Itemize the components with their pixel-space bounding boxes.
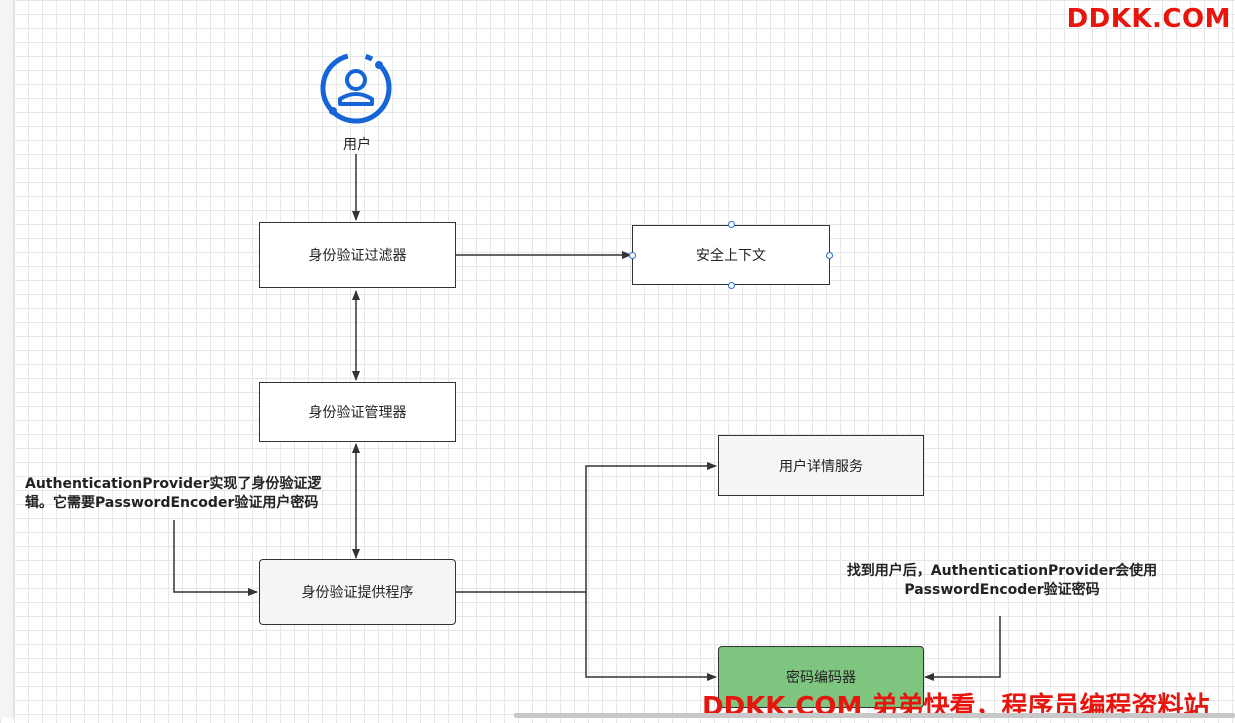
note-encoder-line-1: 找到用户后，AuthenticationProvider会使用 — [846, 563, 1158, 579]
user-circle-icon[interactable] — [310, 42, 403, 135]
node-password-encoder[interactable]: 密码编码器 — [718, 646, 924, 708]
edge-note-to-encoder — [924, 616, 1001, 681]
edge-provider-to-encoder — [585, 592, 717, 681]
node-auth-filter[interactable]: 身份验证过滤器 — [259, 222, 456, 288]
selection-handle-left[interactable] — [629, 252, 636, 259]
canvas-left-ruler — [0, 0, 14, 718]
node-security-context[interactable]: 安全上下文 — [632, 225, 830, 285]
edge-note-to-provider — [173, 520, 258, 596]
edge-provider-to-userdetails — [456, 462, 717, 593]
note-password-encoder[interactable]: 找到用户后，AuthenticationProvider会使用 Password… — [840, 562, 1164, 600]
user-label: 用户 — [343, 137, 371, 153]
note-provider-line-2: 辑。它需要PasswordEncoder验证用户密码 — [25, 495, 319, 511]
selection-handle-bottom[interactable] — [728, 282, 735, 289]
selection-handle-right[interactable] — [826, 252, 833, 259]
selection-handle-top[interactable] — [728, 221, 735, 228]
horizontal-scrollbar[interactable] — [514, 713, 1235, 718]
note-encoder-line-2: PasswordEncoder验证密码 — [904, 582, 1100, 598]
node-password-encoder-label: 密码编码器 — [786, 670, 856, 686]
node-auth-manager-label: 身份验证管理器 — [308, 405, 407, 421]
node-security-context-label: 安全上下文 — [696, 248, 766, 264]
note-provider-line-1: AuthenticationProvider实现了身份验证逻 — [25, 476, 322, 492]
note-authentication-provider[interactable]: AuthenticationProvider实现了身份验证逻 辑。它需要Pass… — [25, 475, 335, 513]
node-auth-manager[interactable]: 身份验证管理器 — [259, 382, 456, 442]
node-user-details-service[interactable]: 用户详情服务 — [718, 435, 924, 496]
node-auth-provider[interactable]: 身份验证提供程序 — [259, 559, 456, 625]
node-user-details-service-label: 用户详情服务 — [779, 458, 863, 475]
watermark-top: DDKK.COM — [1066, 4, 1231, 34]
node-auth-filter-label: 身份验证过滤器 — [308, 248, 407, 264]
node-auth-provider-label: 身份验证提供程序 — [301, 585, 414, 601]
